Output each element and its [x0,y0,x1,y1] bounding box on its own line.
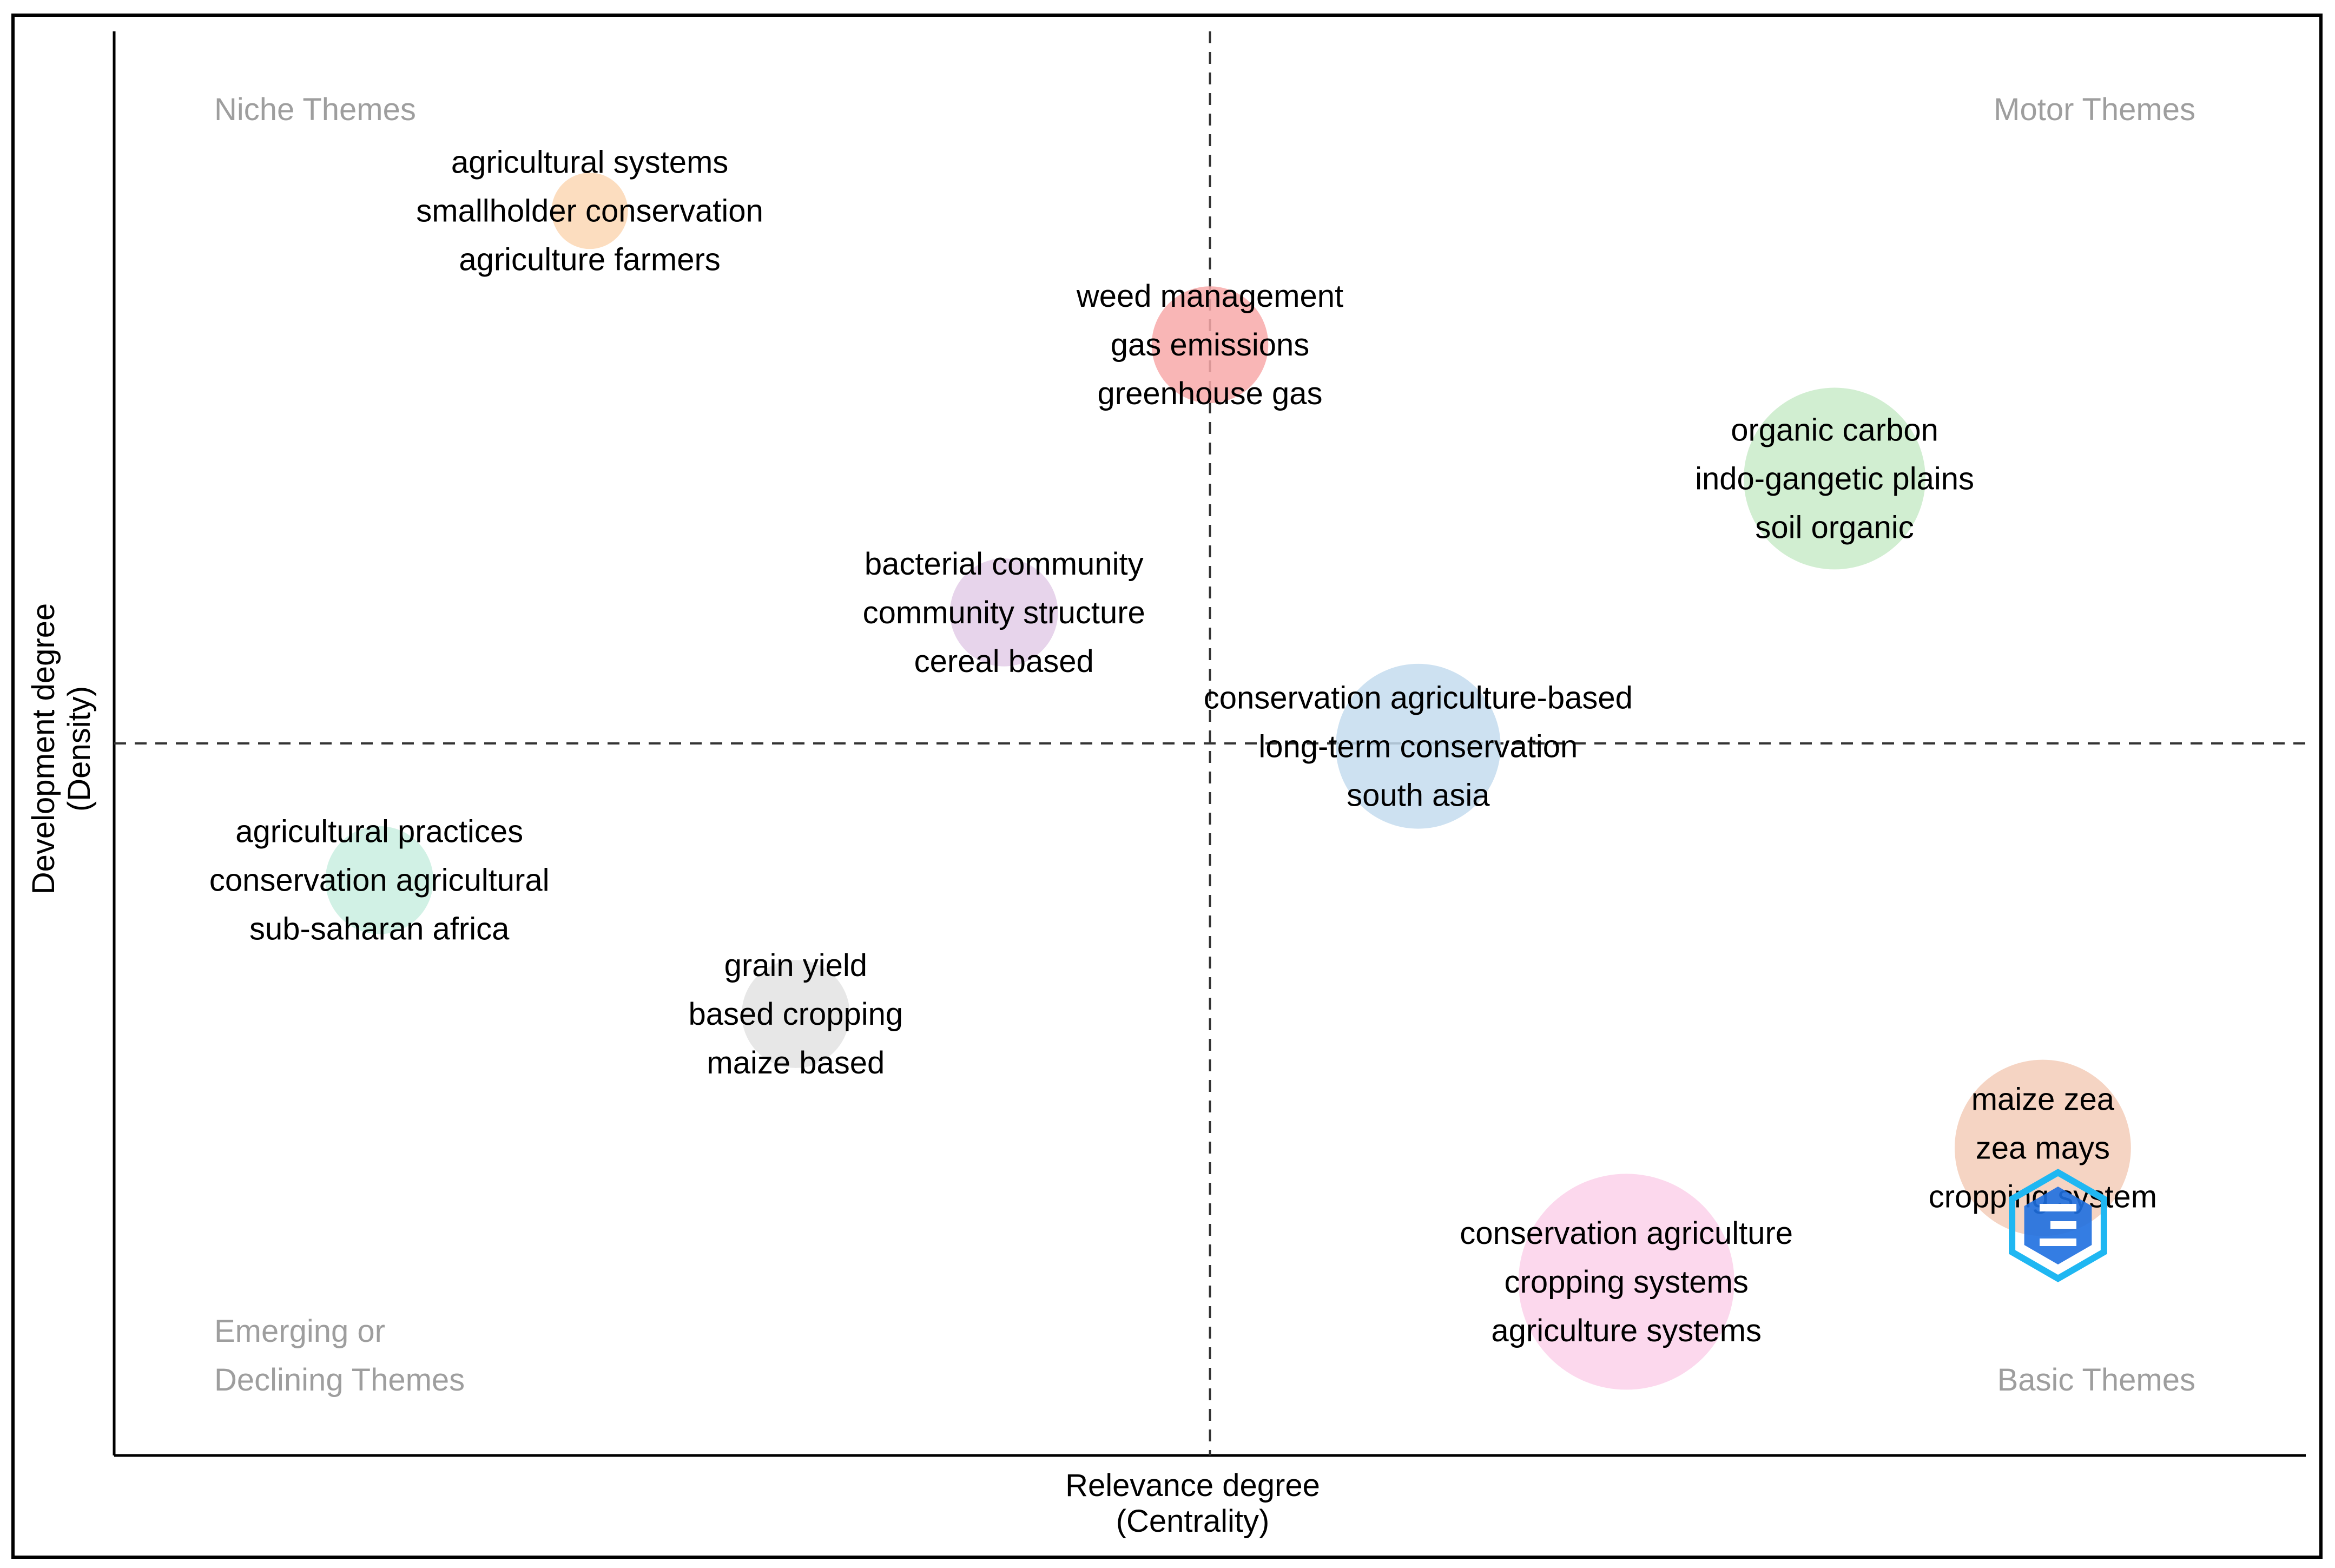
cluster-bubble-5[interactable] [1335,663,1501,829]
watermark-logo-icon [2009,1169,2107,1282]
cluster-7-label-3: maize based [707,1045,885,1081]
cluster-6-label-3: sub-saharan africa [249,912,510,947]
cluster-bubble-7[interactable] [742,960,850,1068]
cluster-8-label-2: zea mays [1976,1130,2110,1165]
y-axis-title: Development degree [26,603,61,894]
cluster-2-label-2: gas emissions [1111,327,1309,363]
cluster-9-label-2: cropping systems [1505,1264,1749,1300]
cluster-7-label-1: grain yield [724,948,867,983]
cluster-1-label-1: agricultural systems [451,145,728,180]
cluster-3-label-3: soil organic [1755,510,1914,545]
cluster-2-label-1: weed management [1076,279,1343,314]
cluster-1-label-2: smallholder conservation [416,194,763,229]
y-axis-title: (Density) [62,686,97,812]
x-axis-title: Relevance degree [1065,1468,1320,1503]
cluster-5-label-1: conservation agriculture-based [1204,680,1633,715]
logo-bar-2 [2050,1221,2076,1229]
cluster-bubble-3[interactable] [1744,387,1925,570]
cluster-3-label-2: indo-gangetic plains [1695,461,1974,496]
quadrant-label-bottom-left: Declining Themes [214,1362,465,1398]
quadrant-label-top-right: Motor Themes [1994,92,2195,127]
cluster-1-label-3: agriculture farmers [459,242,720,278]
cluster-3-label-1: organic carbon [1731,412,1938,447]
cluster-5-label-2: long-term conservation [1258,729,1578,764]
cluster-5-label-3: south asia [1347,778,1490,813]
cluster-6-label-2: conservation agricultural [209,863,550,898]
logo-bar-1 [2040,1204,2076,1211]
logo-hexagon-outer [2009,1169,2107,1282]
cluster-8-label-1: maize zea [1971,1082,2115,1117]
quadrant-label-bottom-left: Emerging or [214,1314,385,1349]
figure-frame [11,14,2323,1559]
cluster-bubble-9[interactable] [1518,1174,1734,1390]
x-axis-title: (Centrality) [1116,1504,1270,1539]
cluster-bubble-6[interactable] [325,826,433,934]
cluster-bubble-1[interactable] [551,173,628,249]
cluster-6-label-1: agricultural practices [235,814,523,849]
quadrant-label-bottom-right: Basic Themes [1997,1362,2195,1398]
cluster-bubble-2[interactable] [1151,286,1269,403]
cluster-2-label-3: greenhouse gas [1098,376,1323,411]
cluster-4-label-3: cereal based [914,644,1094,679]
cluster-4-label-2: community structure [863,595,1145,630]
quadrant-label-top-left: Niche Themes [214,92,416,127]
cluster-9-label-3: agriculture systems [1491,1313,1762,1348]
cluster-9-label-1: conservation agriculture [1460,1216,1793,1251]
logo-bar-3 [2040,1238,2076,1246]
cluster-4-label-1: bacterial community [865,546,1144,582]
cluster-bubble-4[interactable] [949,558,1058,667]
cluster-7-label-2: based cropping [689,997,903,1032]
